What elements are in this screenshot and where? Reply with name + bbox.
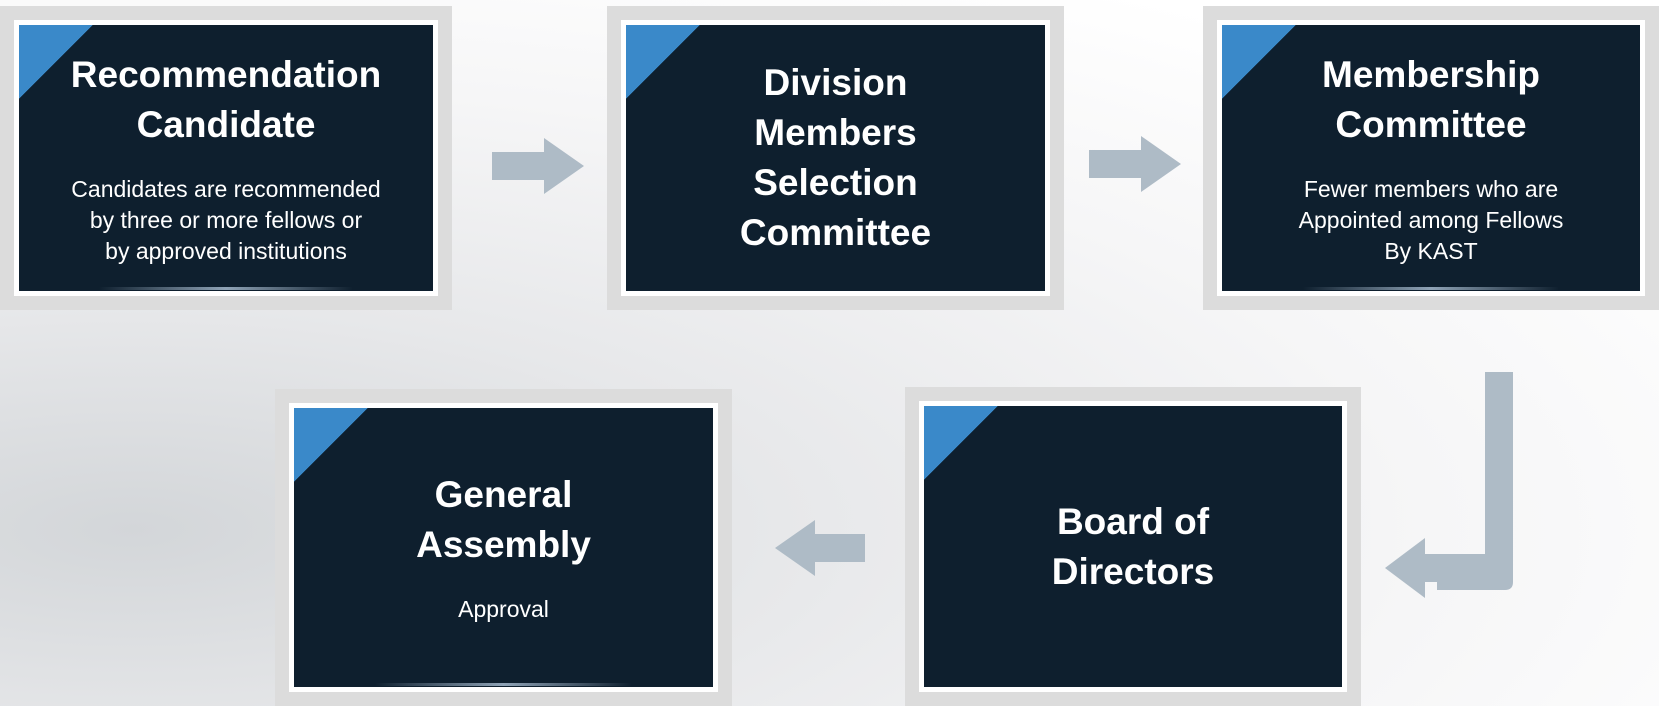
arrow-down-left-icon [1385,372,1513,598]
arrow-right-icon [492,138,584,194]
step-card-board-of-directors: Board of Directors [905,387,1361,706]
step-frame: Division Members Selection Committee [621,20,1050,296]
corner-accent [289,403,373,487]
step-title: Membership Committee [1322,53,1540,145]
step-card-recommendation-candidate: Recommendation Candidate Candidates are … [0,6,452,310]
step-frame: General Assembly Approval [289,403,718,692]
corner-accent [14,20,98,104]
arrow-right-icon [1089,136,1181,192]
bottom-shine [98,287,354,290]
corner-accent [621,20,705,104]
step-title: General Assembly [416,474,591,565]
step-description: Fewer members who are Appointed among Fe… [1298,175,1564,264]
step-title: Recommendation Candidate [70,53,382,145]
step-title: Division Members Selection Committee [739,62,932,253]
step-description: Approval [458,596,549,622]
step-card-division-members-selection-committee: Division Members Selection Committee [607,6,1064,310]
step-frame: Recommendation Candidate Candidates are … [14,20,438,296]
step-title: Board of Directors [1051,500,1215,592]
step-frame: Membership Committee Fewer members who a… [1217,20,1645,296]
bottom-shine [374,683,633,686]
step-frame: Board of Directors [919,401,1347,692]
corner-accent [919,401,1003,485]
step-card-general-assembly: General Assembly Approval [275,389,732,706]
step-description: Candidates are recommended by three or m… [71,175,381,264]
bottom-shine [1302,287,1560,290]
step-card-membership-committee: Membership Committee Fewer members who a… [1203,6,1659,310]
corner-accent [1217,20,1301,104]
arrow-left-icon [775,520,865,576]
